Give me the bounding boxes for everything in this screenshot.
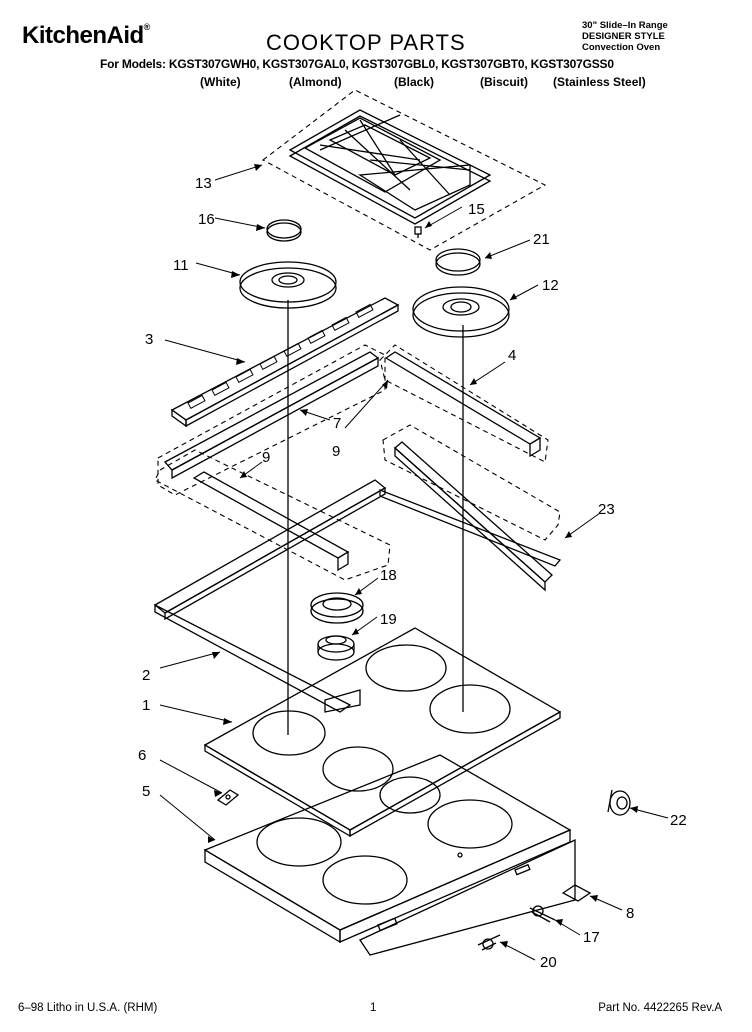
callout-7: 7 <box>333 415 341 432</box>
range-info-line: DESIGNER STYLE <box>582 31 665 42</box>
leader-lines <box>159 164 669 961</box>
part-23-side-trim <box>382 424 561 592</box>
part-16-burner-cap-small <box>266 219 302 242</box>
callout-16: 16 <box>198 211 215 228</box>
footer-page-number: 1 <box>370 1002 377 1014</box>
part-18-burner-ring <box>310 592 364 624</box>
part-5-burner-box <box>203 754 576 956</box>
callout-18: 18 <box>380 567 397 584</box>
part-20-orifice <box>477 934 501 951</box>
part-2-cooktop-frame <box>153 479 562 713</box>
callout-15: 15 <box>468 201 485 218</box>
callout-13: 13 <box>195 175 212 192</box>
color-label-biscuit: (Biscuit) <box>480 75 528 89</box>
part-1-glass-cooktop <box>203 627 562 838</box>
color-label-almond: (Almond) <box>289 75 342 89</box>
color-label-black: (Black) <box>394 75 435 89</box>
part-19-burner-head <box>317 635 355 661</box>
callout-4: 4 <box>508 347 516 364</box>
part-13-grate <box>261 89 547 251</box>
callout-6: 6 <box>138 747 146 764</box>
footer-part-number: Part No. 4422265 Rev.A <box>598 1002 722 1014</box>
callout-17: 17 <box>583 929 600 946</box>
callout-3: 3 <box>145 331 153 348</box>
model-list: For Models: KGST307GWH0, KGST307GAL0, KG… <box>100 57 614 71</box>
color-label-white: (White) <box>200 75 241 89</box>
callout-9-left: 9 <box>262 449 270 466</box>
callout-19: 19 <box>380 611 397 628</box>
callout-12: 12 <box>542 277 559 294</box>
callout-22: 22 <box>670 812 687 829</box>
callout-11: 11 <box>173 257 189 274</box>
callout-2: 2 <box>142 667 150 684</box>
callout-21: 21 <box>533 231 550 248</box>
leader-arrowheads <box>208 164 638 948</box>
range-info-line: Convection Oven <box>582 42 661 53</box>
callout-9-right: 9 <box>332 443 340 460</box>
part-15-screw <box>414 226 422 238</box>
part-12-burner-base-large <box>412 286 510 338</box>
footer-litho: 6–98 Litho in U.S.A. (RHM) <box>18 1002 158 1014</box>
part-3-vent-trim <box>170 297 400 428</box>
part-6-clip <box>216 789 240 806</box>
color-label-stainless: (Stainless Steel) <box>553 75 646 89</box>
range-info-line: 30" Slide–In Range <box>582 20 668 31</box>
part-17-valve <box>529 905 556 923</box>
callout-8: 8 <box>626 905 634 922</box>
part-4-side-rail <box>379 344 549 463</box>
part-8-spark-module <box>561 884 592 902</box>
part-21-burner-cap-large <box>435 248 481 276</box>
part-22-switch <box>607 789 631 816</box>
callout-23: 23 <box>598 501 615 518</box>
callout-20: 20 <box>540 954 557 971</box>
part-9-rail-left <box>154 449 391 581</box>
part-7-rear-bracket <box>157 344 386 496</box>
brand-logo: KitchenAid® <box>22 22 150 49</box>
callout-5: 5 <box>142 783 150 800</box>
range-info: 30" Slide–In Range DESIGNER STYLE Convec… <box>582 20 722 53</box>
callout-1: 1 <box>142 697 150 714</box>
page-title: COOKTOP PARTS <box>266 30 466 55</box>
